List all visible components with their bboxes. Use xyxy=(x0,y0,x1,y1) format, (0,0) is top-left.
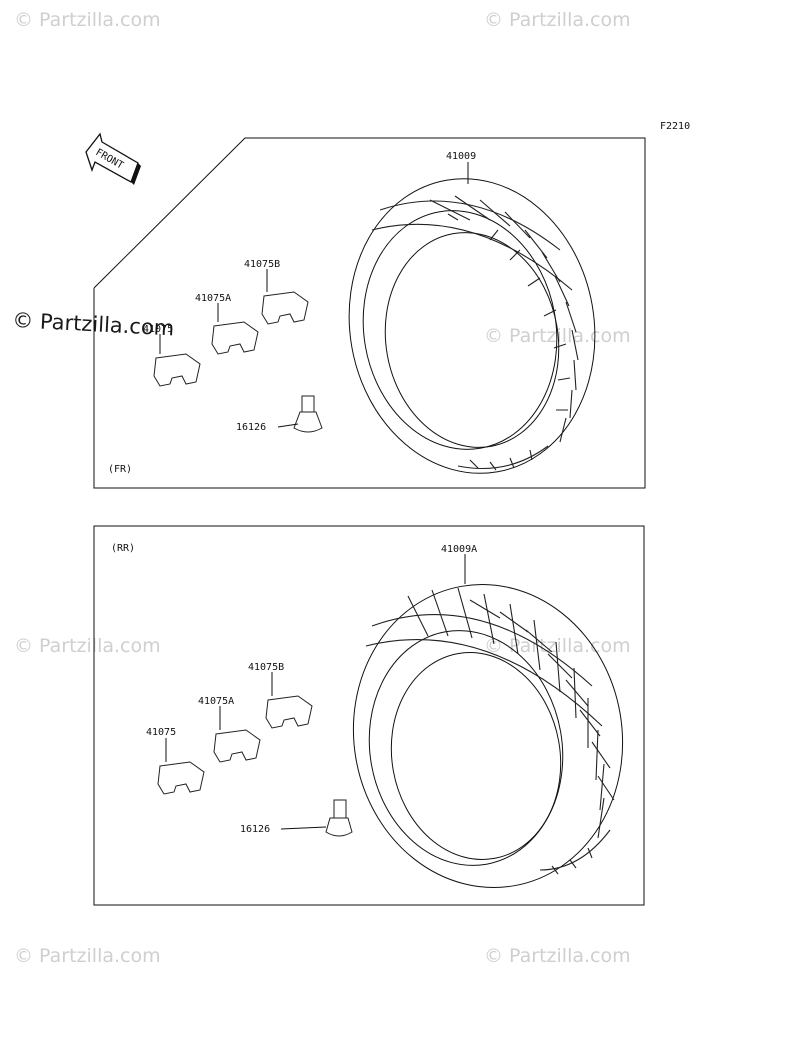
front-weight-b-label[interactable]: 41075B xyxy=(244,259,280,270)
front-weight-a[interactable] xyxy=(211,303,259,355)
rear-section-label: (RR) xyxy=(111,543,135,554)
watermark-top-left: © Partzilla.com xyxy=(14,9,161,31)
watermark-mid-right-1: © Partzilla.com xyxy=(484,325,631,347)
front-section-border xyxy=(93,137,646,489)
rear-weight-b[interactable] xyxy=(265,672,313,729)
front-weight-b[interactable] xyxy=(261,269,309,325)
rear-weight-b-label[interactable]: 41075B xyxy=(248,662,284,673)
front-weight-a-label[interactable]: 41075A xyxy=(195,293,231,304)
watermark-bottom-left: © Partzilla.com xyxy=(14,945,161,967)
rear-weight-label[interactable]: 41075 xyxy=(146,727,176,738)
rear-valve-icon[interactable] xyxy=(280,799,353,837)
watermark-top-right: © Partzilla.com xyxy=(484,9,631,31)
rear-valve-label[interactable]: 16126 xyxy=(240,824,270,835)
watermark-bottom-right: © Partzilla.com xyxy=(484,945,631,967)
front-tire[interactable] xyxy=(326,159,618,493)
watermark-mid-left: © Partzilla.com xyxy=(14,635,161,657)
diagram-code: F2210 xyxy=(660,121,690,132)
front-weight-label[interactable]: 41075 xyxy=(143,324,173,335)
front-valve-label[interactable]: 16126 xyxy=(236,422,266,433)
front-section: (FR) 41009 41075B 41075A xyxy=(93,137,646,493)
front-weight[interactable] xyxy=(153,334,201,387)
rear-tire[interactable] xyxy=(330,554,647,909)
front-arrow-icon: FRONT xyxy=(85,132,141,185)
rear-weight-a-label[interactable]: 41075A xyxy=(198,696,234,707)
rear-weight-a[interactable] xyxy=(213,706,261,763)
rear-section: (RR) 41009A 41075B 41075A xyxy=(93,525,647,909)
front-valve-icon[interactable] xyxy=(277,395,323,433)
watermark-mid-right-2: © Partzilla.com xyxy=(484,635,631,657)
rear-section-border xyxy=(93,525,645,906)
front-section-label: (FR) xyxy=(108,464,132,475)
front-tire-part-number[interactable]: 41009 xyxy=(446,151,476,162)
rear-weight[interactable] xyxy=(157,738,205,795)
rear-tire-part-number[interactable]: 41009A xyxy=(441,544,477,555)
